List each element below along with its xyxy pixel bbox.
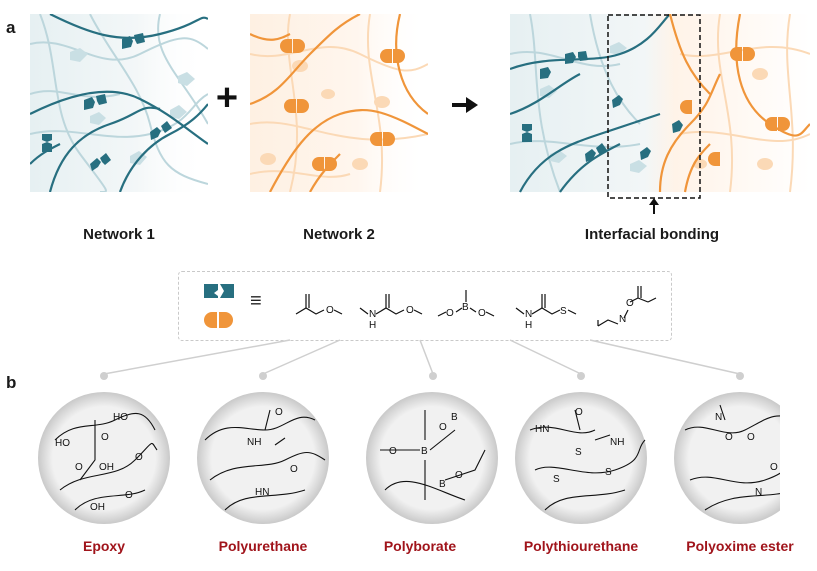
svg-text:S: S bbox=[553, 474, 560, 485]
polymer-label-polyborate: Polyborate bbox=[383, 538, 457, 554]
polymer-label-polyoxime-ester: Polyoxime ester bbox=[686, 538, 794, 554]
panel-label-b: b bbox=[6, 373, 17, 392]
polymer-label-polyurethane: Polyurethane bbox=[218, 538, 308, 554]
polythiourethane-circle: HN NH S S S O bbox=[515, 392, 647, 524]
thio-s: S bbox=[560, 306, 567, 317]
svg-text:NH: NH bbox=[247, 437, 261, 448]
svg-text:N: N bbox=[715, 412, 722, 423]
svg-text:O: O bbox=[75, 462, 83, 473]
borate-o1: O bbox=[446, 308, 454, 319]
svg-text:S: S bbox=[605, 467, 612, 478]
bond-legend-box bbox=[178, 271, 672, 341]
svg-text:S: S bbox=[575, 447, 582, 458]
svg-text:O: O bbox=[275, 407, 283, 418]
svg-text:O: O bbox=[725, 432, 733, 443]
svg-text:HO: HO bbox=[113, 412, 128, 423]
svg-text:B: B bbox=[439, 479, 446, 490]
borate-b: B bbox=[462, 302, 469, 313]
polyoxime-circle: N O O O N bbox=[674, 392, 780, 524]
svg-text:HO: HO bbox=[55, 438, 70, 449]
thio-n: N bbox=[525, 309, 532, 320]
svg-text:B: B bbox=[421, 446, 428, 457]
network-1-diagram bbox=[30, 14, 208, 192]
carbamate-o: O bbox=[406, 305, 414, 316]
oxime-o: O bbox=[626, 298, 634, 309]
equivalent-symbol: ≡ bbox=[250, 290, 262, 312]
panel-label-a: a bbox=[6, 18, 16, 37]
svg-text:OH: OH bbox=[99, 462, 114, 473]
interfacial-network-diagram bbox=[510, 14, 810, 199]
svg-text:O: O bbox=[135, 452, 143, 463]
svg-text:O: O bbox=[125, 490, 133, 501]
svg-text:B: B bbox=[451, 412, 458, 423]
oxime-n: N bbox=[619, 314, 626, 325]
borate-o2: O bbox=[478, 308, 486, 319]
svg-text:HN: HN bbox=[255, 487, 269, 498]
polymer-label-epoxy: Epoxy bbox=[82, 538, 125, 554]
network-1-label: Network 1 bbox=[83, 226, 155, 243]
polymer-label-polythiourethane: Polythiourethane bbox=[523, 538, 639, 554]
epoxy-circle: HO HO OH OH O O O O bbox=[38, 392, 170, 524]
svg-text:O: O bbox=[747, 432, 755, 443]
network-2-label: Network 2 bbox=[303, 226, 375, 243]
carbamate-n: N bbox=[369, 309, 376, 320]
carbamate-h: H bbox=[369, 320, 376, 331]
interface-pointer-arrow bbox=[649, 198, 659, 214]
polyurethane-circle: NH HN O O bbox=[197, 392, 329, 524]
polyborate-circle: O B O B B O bbox=[366, 392, 498, 524]
svg-text:NH: NH bbox=[610, 437, 624, 448]
svg-text:O: O bbox=[389, 446, 397, 457]
svg-text:O: O bbox=[101, 432, 109, 443]
polymer-circles: HO HO OH OH O O O O NH HN O O bbox=[38, 392, 780, 524]
svg-text:N: N bbox=[755, 487, 762, 498]
svg-text:O: O bbox=[575, 407, 583, 418]
svg-text:HN: HN bbox=[535, 424, 549, 435]
svg-text:O: O bbox=[455, 470, 463, 481]
legend-connectors bbox=[100, 339, 744, 380]
reaction-arrow bbox=[452, 97, 478, 113]
svg-text:O: O bbox=[439, 422, 447, 433]
bond-structures: O N H O O B O N H S N O bbox=[295, 286, 657, 331]
network-2-diagram bbox=[250, 14, 428, 192]
svg-text:OH: OH bbox=[90, 502, 105, 513]
ester-o-text: O bbox=[326, 305, 334, 316]
legend-symbols bbox=[204, 284, 234, 328]
svg-text:O: O bbox=[770, 462, 778, 473]
interfacial-bonding-label: Interfacial bonding bbox=[584, 226, 720, 243]
plus-sign: + bbox=[215, 77, 239, 119]
svg-text:O: O bbox=[290, 464, 298, 475]
thio-h: H bbox=[525, 320, 532, 331]
